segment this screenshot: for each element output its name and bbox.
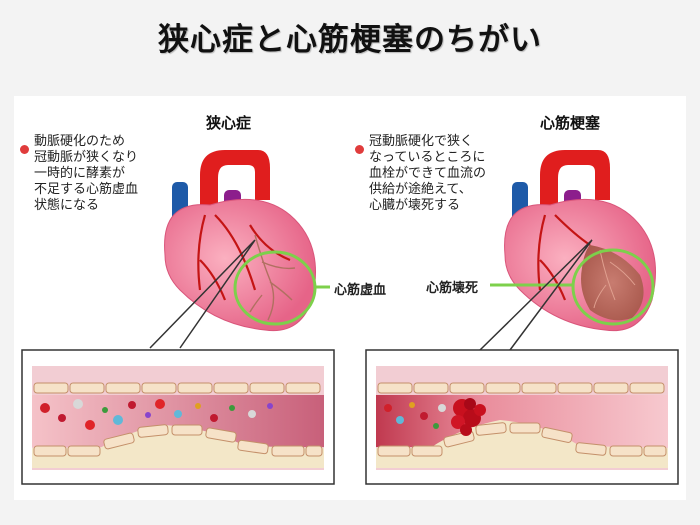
zoom-lines-right — [479, 239, 593, 351]
angina-callout-label: 心筋虚血 — [334, 283, 387, 298]
angina-bullet-icon — [20, 139, 29, 158]
infarction-callout-label: 心筋壊死 — [426, 281, 479, 296]
infarction-heart-illustration — [479, 150, 656, 351]
infarction-plaque — [376, 420, 668, 468]
necrotic-region — [581, 245, 644, 321]
thrombus-clot — [451, 398, 486, 436]
angina-heart-illustration — [149, 150, 330, 349]
ischemic-branches — [249, 234, 296, 321]
angina-description: 動脈硬化のため 冠動脈が狭くなり 一時的に酵素が 不足する心筋虚血 状態になる — [34, 134, 139, 213]
coronary-arteries-left — [197, 214, 291, 301]
angina-vessel-cross-section — [21, 349, 335, 485]
angina-plaque — [32, 425, 324, 468]
slide-title: 狭心症と心筋梗塞のちがい — [158, 22, 542, 58]
necrosis-highlight-ring — [571, 248, 655, 326]
infarction-vessel-cross-section — [365, 349, 679, 485]
necrotic-branches — [593, 249, 636, 309]
infarction-bullet-icon — [355, 139, 364, 158]
infarction-description: 冠動脈硬化で狭く なっているところに 血栓ができて血流の 供給が途絶えて、 心臓… — [369, 134, 487, 213]
zoom-lines-left — [149, 239, 256, 349]
angina-heading: 狭心症 — [206, 114, 252, 132]
infarction-heading: 心筋梗塞 — [540, 114, 601, 132]
